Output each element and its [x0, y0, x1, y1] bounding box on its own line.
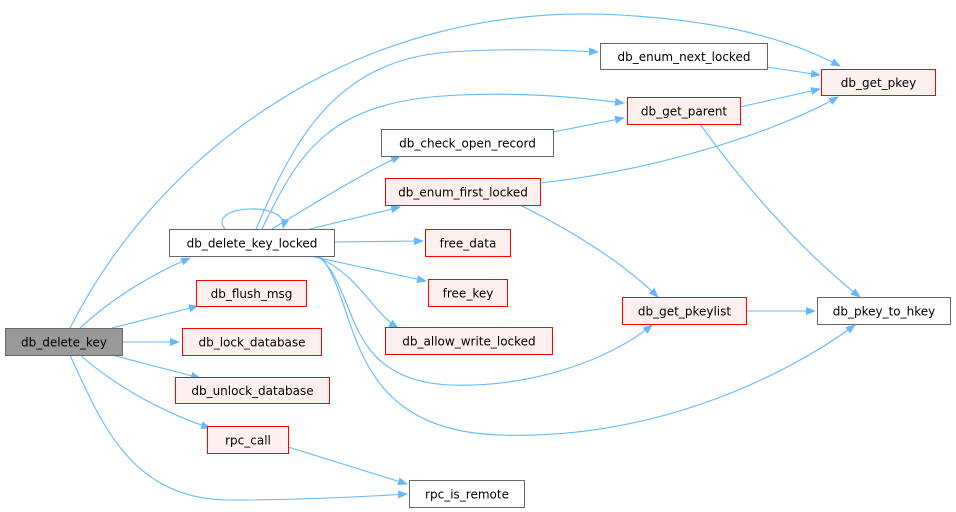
- node-box: [385, 327, 553, 355]
- node-db-check-open-record[interactable]: db_check_open_record: [381, 129, 554, 157]
- node-db-delete-key-locked[interactable]: db_delete_key_locked: [169, 229, 335, 257]
- node-box: [821, 69, 936, 96]
- node-box: [428, 279, 508, 307]
- edge-locked-to-check-open-record: [271, 155, 401, 230]
- node-label: db_enum_first_locked: [398, 186, 528, 200]
- node-box: [385, 178, 541, 206]
- node-db-enum-next-locked[interactable]: db_enum_next_locked: [600, 43, 768, 70]
- node-db-lock-database[interactable]: db_lock_database: [182, 328, 322, 356]
- edge-get-parent-to-get-pkey: [739, 87, 821, 108]
- node-db-flush-msg[interactable]: db_flush_msg: [196, 280, 307, 307]
- node-label: rpc_is_remote: [425, 488, 509, 502]
- node-label: db_delete_key_locked: [187, 237, 318, 251]
- node-label: db_allow_write_locked: [402, 335, 535, 349]
- node-db-get-pkeylist[interactable]: db_get_pkeylist: [622, 297, 747, 325]
- edge-rpc-call-to-rpc-is-remote: [287, 446, 408, 486]
- node-free-key[interactable]: free_key: [428, 279, 508, 307]
- node-label: free_data: [440, 237, 497, 251]
- edge-locked-to-enum-first-locked: [309, 205, 401, 230]
- node-label: free_key: [443, 287, 494, 301]
- edge-locked-to-free-key: [309, 255, 427, 284]
- edge-locked-to-get-parent: [261, 93, 625, 230]
- edge-locked-to-free-data: [333, 237, 424, 246]
- node-db-pkey-to-hkey[interactable]: db_pkey_to_hkey: [817, 297, 951, 325]
- edge-delete-key-to-rpc-is-remote: [69, 354, 408, 501]
- edge-enum-next-to-get-pkey: [766, 66, 821, 78]
- node-label: db_flush_msg: [211, 287, 293, 301]
- edge-enum-first-to-get-pkey: [539, 96, 839, 184]
- edge-locked-to-enum-next-locked: [255, 47, 599, 230]
- node-box: [169, 229, 335, 257]
- edge-delete-key-to-locked: [79, 257, 191, 329]
- node-db-enum-first-locked[interactable]: db_enum_first_locked: [385, 178, 541, 206]
- edge-delete-key-to-unlock-database: [111, 354, 201, 380]
- node-box: [425, 229, 511, 257]
- node-db-allow-write-locked[interactable]: db_allow_write_locked: [385, 327, 553, 355]
- node-label: db_get_parent: [641, 105, 728, 119]
- edges: [69, 13, 861, 501]
- node-label: db_get_pkey: [841, 76, 917, 90]
- node-box: [5, 328, 123, 356]
- edge-delete-key-to-get-pkey: [69, 13, 841, 329]
- node-box: [381, 129, 554, 157]
- node-box: [175, 377, 330, 404]
- edge-enum-first-to-get-pkeylist: [519, 204, 659, 298]
- edge-delete-key-to-rpc-call: [79, 354, 211, 430]
- edge-get-parent-to-pkey-to-hkey: [699, 123, 861, 298]
- node-box: [627, 97, 741, 125]
- node-db-get-pkey[interactable]: db_get_pkey: [821, 69, 936, 96]
- edge-locked-to-allow-write-locked: [314, 255, 399, 329]
- node-free-data[interactable]: free_data: [425, 229, 511, 257]
- node-box: [207, 426, 289, 454]
- node-label: rpc_call: [225, 434, 271, 448]
- node-rpc-is-remote[interactable]: rpc_is_remote: [409, 480, 525, 508]
- edge-locked-to-get-pkeylist: [317, 255, 653, 386]
- node-db-delete-key[interactable]: db_delete_key: [5, 328, 123, 356]
- edge-check-open-record-to-get-parent: [552, 115, 625, 133]
- node-label: db_pkey_to_hkey: [833, 305, 936, 319]
- node-box: [409, 480, 525, 508]
- node-label: db_delete_key: [21, 336, 107, 350]
- node-label: db_check_open_record: [399, 137, 536, 151]
- node-label: db_get_pkeylist: [638, 305, 731, 319]
- edge-locked-self-loop: [221, 208, 290, 230]
- node-label: db_unlock_database: [191, 384, 313, 398]
- edge-locked-to-pkey-to-hkey: [319, 255, 856, 436]
- node-box: [600, 43, 768, 70]
- node-db-get-parent[interactable]: db_get_parent: [627, 97, 741, 125]
- edge-delete-key-to-flush-msg: [111, 304, 199, 329]
- node-rpc-call[interactable]: rpc_call: [207, 426, 289, 454]
- node-db-unlock-database[interactable]: db_unlock_database: [175, 377, 330, 404]
- node-label: db_enum_next_locked: [618, 50, 751, 64]
- node-box: [196, 280, 307, 307]
- node-label: db_lock_database: [198, 336, 305, 350]
- node-box: [622, 297, 747, 325]
- node-box: [182, 328, 322, 356]
- node-box: [817, 297, 951, 325]
